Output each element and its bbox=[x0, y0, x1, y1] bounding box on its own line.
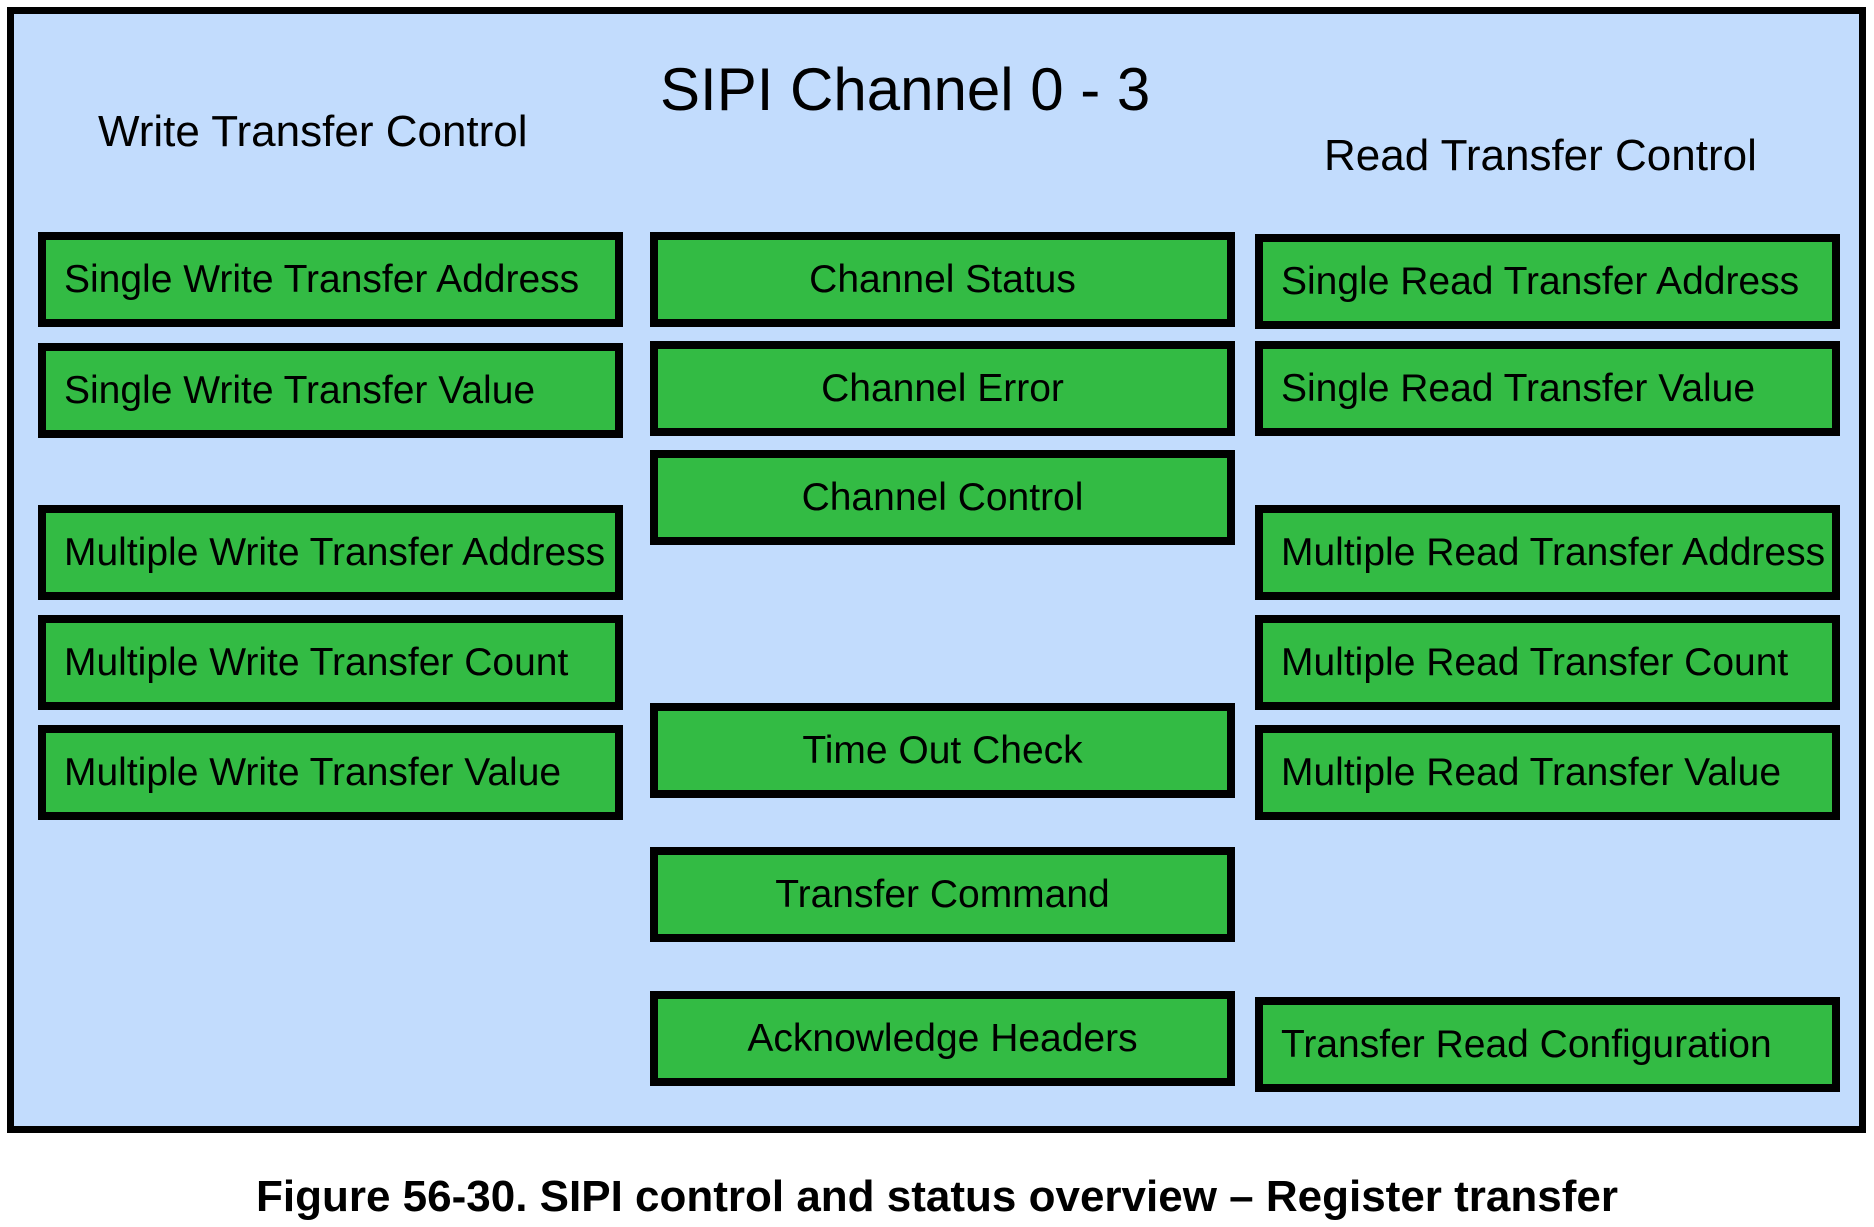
register-multiple-write-transfer-count: Multiple Write Transfer Count bbox=[38, 615, 623, 710]
register-channel-error: Channel Error bbox=[650, 341, 1235, 436]
register-channel-control: Channel Control bbox=[650, 450, 1235, 545]
register-time-out-check: Time Out Check bbox=[650, 703, 1235, 798]
register-channel-status: Channel Status bbox=[650, 232, 1235, 327]
register-single-read-transfer-value: Single Read Transfer Value bbox=[1255, 341, 1840, 436]
register-transfer-read-configuration: Transfer Read Configuration bbox=[1255, 997, 1840, 1092]
figure-caption: Figure 56-30. SIPI control and status ov… bbox=[255, 1172, 1618, 1221]
register-multiple-write-transfer-value: Multiple Write Transfer Value bbox=[38, 725, 623, 820]
register-multiple-read-transfer-value: Multiple Read Transfer Value bbox=[1255, 725, 1840, 820]
register-single-read-transfer-address: Single Read Transfer Address bbox=[1255, 234, 1840, 329]
register-single-write-transfer-value: Single Write Transfer Value bbox=[38, 343, 623, 438]
register-single-write-transfer-address: Single Write Transfer Address bbox=[38, 232, 623, 327]
read-transfer-control-title: Read Transfer Control bbox=[1324, 131, 1757, 180]
register-multiple-read-transfer-count: Multiple Read Transfer Count bbox=[1255, 615, 1840, 710]
register-multiple-read-transfer-address: Multiple Read Transfer Address bbox=[1255, 505, 1840, 600]
diagram-title: SIPI Channel 0 - 3 bbox=[660, 56, 1151, 123]
register-multiple-write-transfer-address: Multiple Write Transfer Address bbox=[38, 505, 623, 600]
write-transfer-control-title: Write Transfer Control bbox=[98, 107, 528, 156]
register-transfer-command: Transfer Command bbox=[650, 847, 1235, 942]
register-acknowledge-headers: Acknowledge Headers bbox=[650, 991, 1235, 1086]
